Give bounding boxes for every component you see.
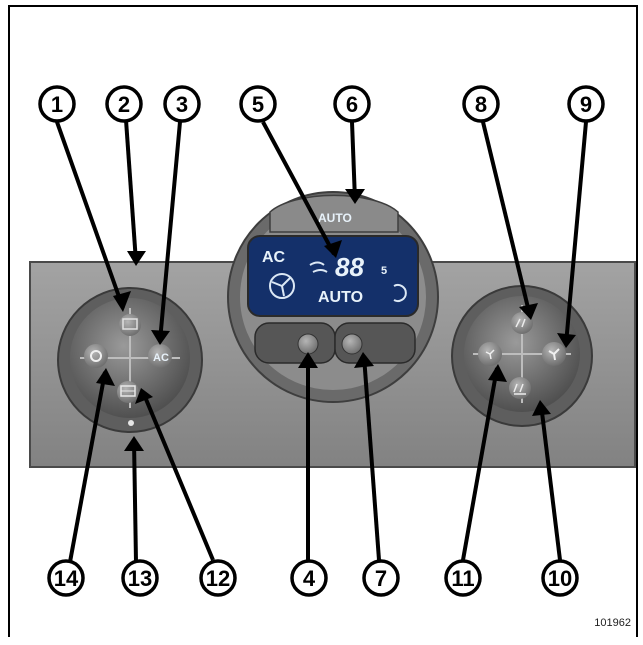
callout-2: 2	[105, 85, 143, 123]
recirculation-icon	[393, 284, 407, 302]
recirculation-button[interactable]	[84, 344, 108, 368]
rear-defrost-button[interactable]	[117, 381, 139, 403]
display-ac-indicator: AC	[262, 249, 286, 266]
fan-speed-up-button[interactable]	[542, 342, 566, 366]
callout-7: 7	[362, 559, 400, 597]
fresh-air-button[interactable]	[119, 314, 141, 336]
callout-9: 9	[567, 85, 605, 123]
display-auto-indicator: AUTO	[318, 289, 363, 306]
temperature-down-button[interactable]	[254, 322, 336, 364]
feet-distribution-button[interactable]	[509, 377, 531, 399]
svg-text:2: 2	[118, 92, 130, 117]
svg-text:13: 13	[128, 566, 152, 591]
callout-8: 8	[462, 85, 500, 123]
svg-text:14: 14	[54, 566, 79, 591]
fan-speed-icon	[269, 273, 295, 299]
svg-text:1: 1	[51, 92, 63, 117]
svg-text:11: 11	[451, 566, 474, 591]
auto-button-label: AUTO	[318, 211, 352, 225]
svg-text:10: 10	[548, 566, 572, 591]
callout-11: 11	[444, 559, 482, 597]
svg-text:5: 5	[252, 92, 264, 117]
svg-text:7: 7	[375, 566, 387, 591]
callout-14: 14	[47, 559, 85, 597]
indicator-light	[128, 420, 134, 426]
svg-text:9: 9	[580, 92, 592, 117]
svg-text:3: 3	[176, 92, 188, 117]
ac-button[interactable]: AC	[148, 344, 172, 368]
callout-5: 5	[239, 85, 277, 123]
leader-lines	[55, 119, 588, 563]
callout-4: 4	[290, 559, 328, 597]
figure-reference-code: 101962	[594, 617, 631, 629]
airflow-direction-icon	[309, 261, 328, 273]
figure-frame	[8, 5, 638, 637]
callouts-bottom: 14 13 12 4 7 11 10	[47, 559, 579, 597]
auto-button[interactable]: AUTO	[269, 194, 399, 233]
callout-12: 12	[199, 559, 237, 597]
left-control-knob[interactable]	[57, 287, 203, 433]
callout-10: 10	[541, 559, 579, 597]
callouts-top: 1 2 3 5 6 8 9	[38, 85, 605, 123]
display-temperature-unit: 5	[381, 265, 387, 277]
temperature-up-button[interactable]	[334, 322, 416, 364]
callout-3: 3	[163, 85, 201, 123]
lcd-screen	[247, 235, 419, 317]
display-temperature: 88	[335, 252, 364, 282]
fan-speed-down-button[interactable]	[478, 342, 502, 366]
leader-arrowheads	[96, 189, 576, 451]
callout-6: 6	[333, 85, 371, 123]
callout-1: 1	[38, 85, 76, 123]
callout-13: 13	[121, 559, 159, 597]
ac-button-label: AC	[153, 352, 169, 364]
svg-text:12: 12	[206, 566, 230, 591]
windscreen-distribution-button[interactable]	[511, 312, 533, 334]
svg-text:6: 6	[346, 92, 358, 117]
svg-text:8: 8	[475, 92, 487, 117]
svg-text:4: 4	[303, 566, 316, 591]
